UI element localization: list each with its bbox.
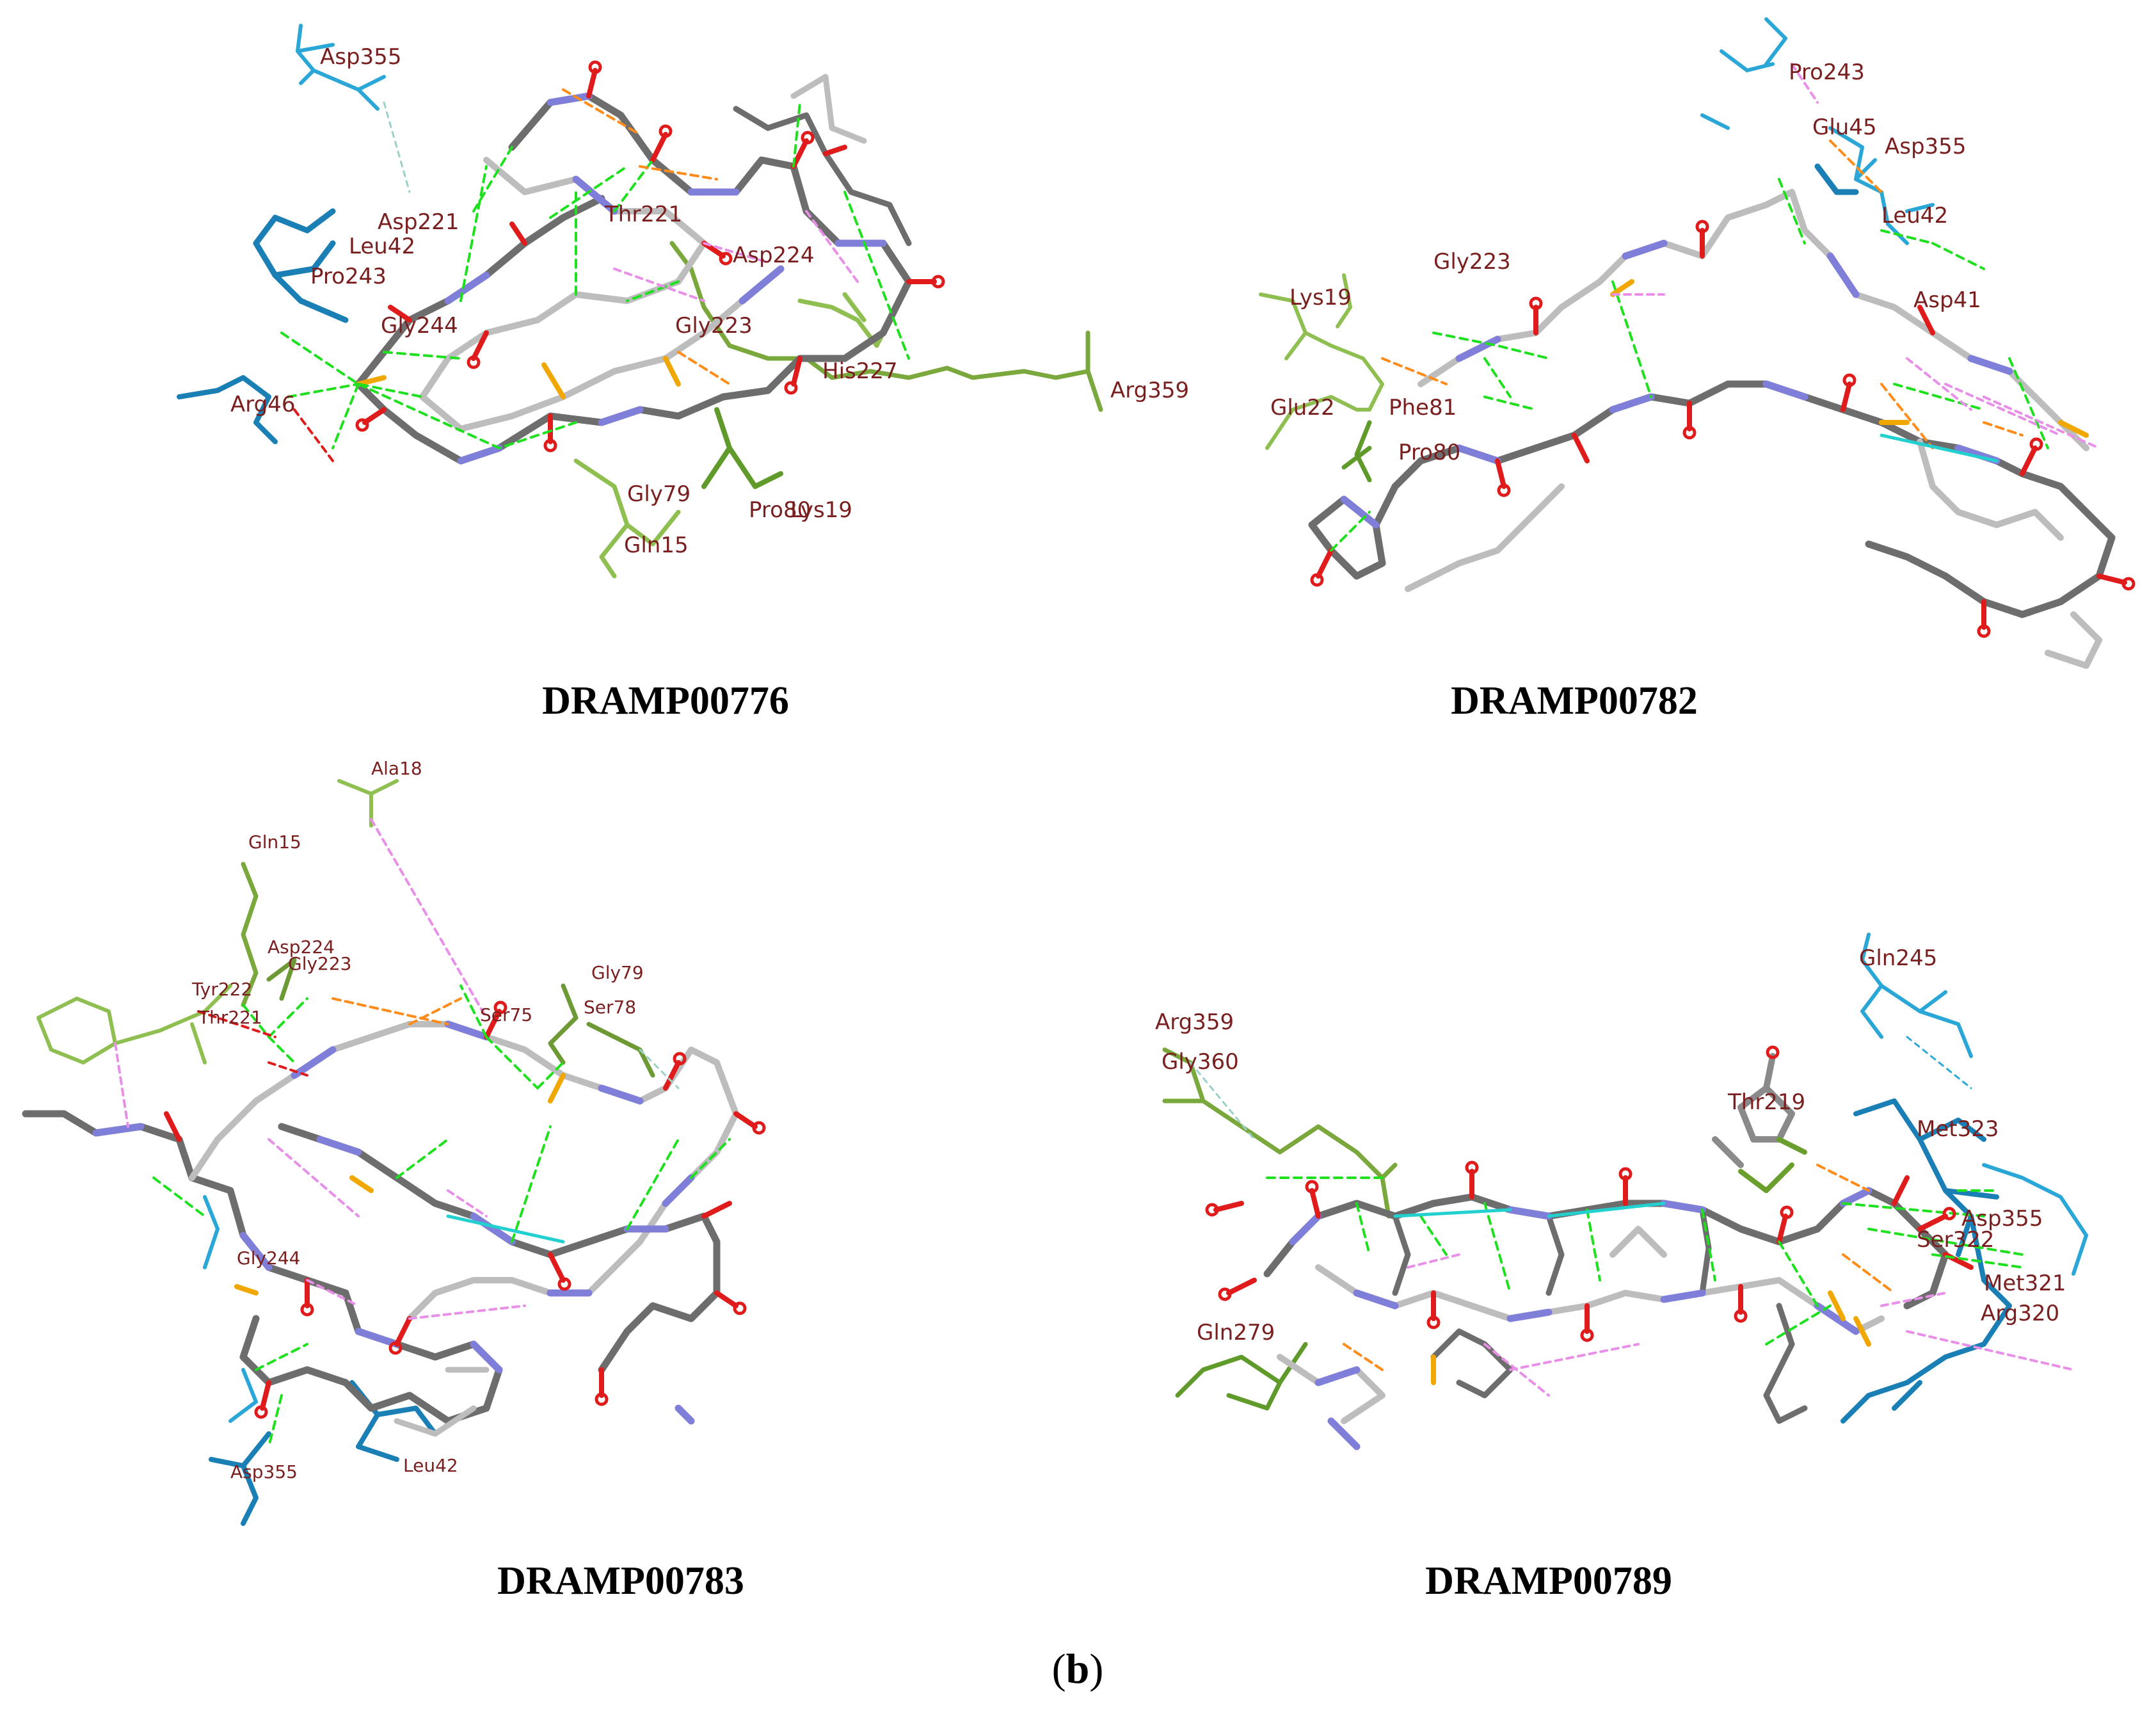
panel-dramp00776: Asp355 Asp221 Leu42 Pro243 Thr221 Asp224… — [0, 0, 1216, 666]
residue-label: Asp41 — [1913, 287, 1981, 313]
residue-label: Asp221 — [378, 209, 459, 235]
residue-label: Pro80 — [749, 497, 811, 523]
molecule-render-dramp00776 — [177, 24, 1103, 579]
residue-label: Gly360 — [1162, 1049, 1239, 1075]
residue-label: Pro243 — [310, 264, 387, 289]
residue-label: Gln15 — [248, 831, 301, 853]
panel-dramp00783: Ala18 Gln15 Asp224 Gly223 Tyr222 Thr221 … — [0, 730, 832, 1562]
residue-label: Lys19 — [790, 497, 852, 523]
residue-label: Arg359 — [1155, 1009, 1234, 1035]
caption-dramp00789: DRAMP00789 — [1425, 1559, 1672, 1603]
residue-label: Leu42 — [1881, 203, 1949, 229]
caption-dramp00782: DRAMP00782 — [1451, 679, 1698, 723]
residue-label: Gly244 — [237, 1248, 301, 1269]
residue-label: Asp355 — [230, 1461, 298, 1482]
residue-label: Asp224 — [733, 243, 815, 268]
molecule-render-dramp00783 — [22, 779, 766, 1526]
figure-label-open: ( — [1051, 1646, 1066, 1692]
residue-label: Asp355 — [320, 44, 402, 70]
residue-label: Lys19 — [1290, 285, 1352, 310]
residue-label: Met323 — [1917, 1116, 1999, 1142]
residue-label: Gly79 — [627, 481, 691, 507]
residue-label: Gln279 — [1197, 1320, 1275, 1345]
residue-label: Ser75 — [480, 1004, 533, 1025]
residue-label: Thr219 — [1728, 1089, 1806, 1115]
residue-label: Asp355 — [1961, 1206, 2043, 1232]
caption-dramp00783: DRAMP00783 — [497, 1559, 744, 1603]
residue-label: Pro243 — [1789, 60, 1865, 85]
panel-dramp00782: Pro243 Glu45 Asp355 Leu42 Gly223 Asp41 L… — [1216, 0, 2156, 704]
residue-label: Asp355 — [1885, 134, 1967, 159]
residue-label: His227 — [822, 358, 898, 384]
residue-label: Gly79 — [591, 962, 644, 983]
residue-label: Thr221 — [605, 202, 683, 227]
residue-label: Leu42 — [403, 1455, 458, 1476]
residue-label: Gln245 — [1859, 945, 1938, 971]
figure-label-close: ) — [1089, 1646, 1104, 1692]
residue-label: Asp224 — [268, 936, 335, 958]
residue-label: Tyr222 — [192, 979, 253, 1000]
residue-label: Pro80 — [1398, 440, 1461, 465]
residue-label: Thr221 — [198, 1007, 262, 1028]
residue-label: Phe81 — [1389, 395, 1457, 421]
caption-dramp00776: DRAMP00776 — [542, 679, 789, 723]
residue-label: Arg359 — [1110, 378, 1190, 403]
residue-label: Gly244 — [381, 313, 458, 339]
residue-label: Gly223 — [1433, 249, 1511, 275]
panel-dramp00789: Gln245 Arg359 Gly360 Thr219 Met323 Asp35… — [1152, 896, 2156, 1523]
residue-label: Arg320 — [1981, 1301, 2060, 1326]
residue-label: Glu45 — [1812, 115, 1877, 140]
figure-panel-label: (b) — [1014, 1645, 1142, 1694]
residue-label: Gln15 — [624, 533, 689, 558]
residue-label: Ser322 — [1917, 1227, 1995, 1253]
residue-label: Ser78 — [584, 997, 637, 1018]
residue-label: Met321 — [1984, 1271, 2066, 1296]
residue-label: Glu22 — [1270, 395, 1335, 421]
residue-label: Leu42 — [349, 234, 416, 259]
residue-label: Gly223 — [675, 313, 753, 339]
residue-label: Ala18 — [371, 758, 422, 779]
figure-label-letter: b — [1066, 1646, 1090, 1692]
residue-label: Gly223 — [288, 953, 352, 974]
residue-label: Arg46 — [230, 392, 296, 417]
molecule-render-dramp00782 — [1259, 17, 2136, 669]
molecule-render-dramp00789 — [1162, 933, 2088, 1450]
